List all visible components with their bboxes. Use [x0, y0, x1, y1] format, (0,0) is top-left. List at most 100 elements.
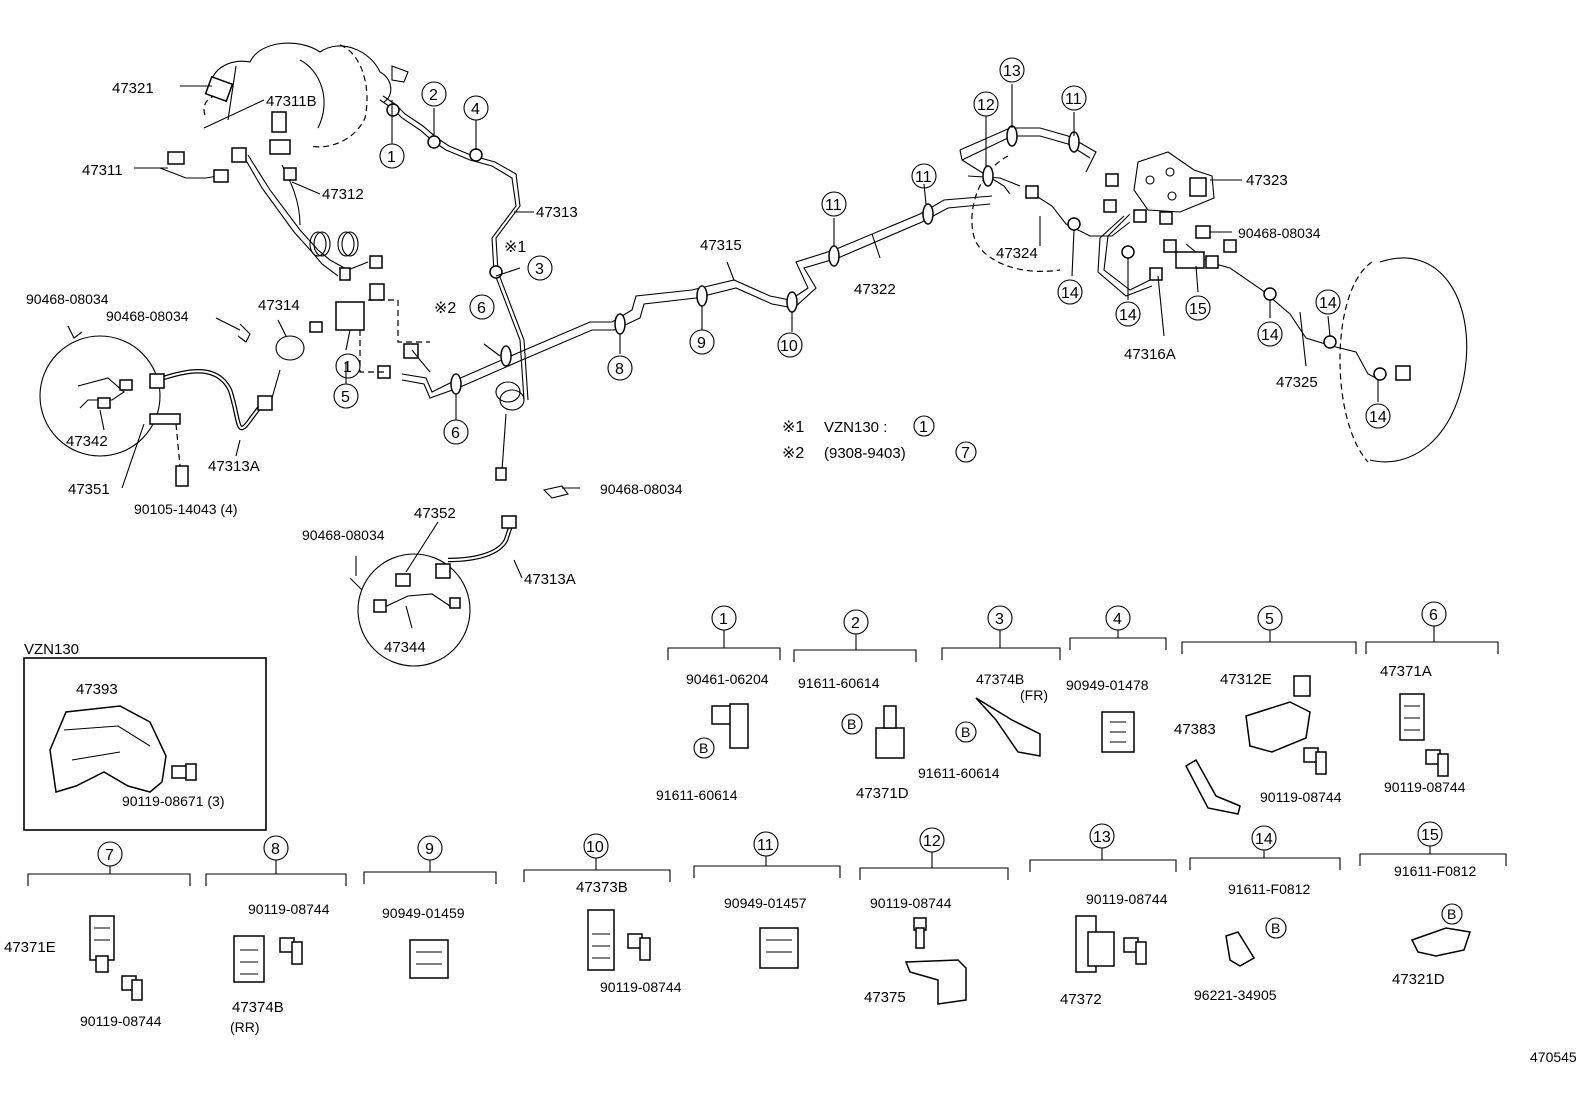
- label-47342: 47342: [66, 433, 108, 450]
- detail-group-11: 11 90949-01457: [693, 831, 841, 969]
- detail-14-bolt-mark: B: [1271, 920, 1280, 936]
- detail-8-label-b: 47374B: [232, 999, 284, 1016]
- detail-12-num: 12: [923, 833, 941, 850]
- label-47313A-left: 47313A: [208, 458, 260, 475]
- detail-15-label-a: 91611-F0812: [1394, 863, 1476, 879]
- detail-3-label-c: 91611-60614: [918, 765, 1000, 781]
- detail-2-label-a: 91611-60614: [798, 675, 880, 691]
- detail-group-7: 7 47371E 90119-08744: [4, 841, 191, 1029]
- detail-6-num: 6: [1429, 607, 1438, 624]
- detail-15-label-b: 47321D: [1392, 971, 1445, 988]
- inset-title: VZN130: [24, 641, 79, 658]
- label-47344: 47344: [384, 639, 426, 656]
- detail-3-label-b: (FR): [1020, 687, 1048, 703]
- marker-1: ※1: [504, 239, 526, 256]
- detail-group-6: 6 47371A 90119-08744: [1365, 601, 1499, 795]
- detail-2-bolt-mark: B: [847, 716, 856, 732]
- detail-15-bolt-mark: B: [1447, 906, 1456, 922]
- detail-14-num: 14: [1255, 831, 1273, 848]
- detail-10-num: 10: [586, 839, 604, 856]
- detail-group-12: 12 90119-08744 47375: [859, 827, 1009, 1006]
- callout-10-a: 10: [780, 338, 798, 355]
- detail-15-num: 15: [1421, 827, 1439, 844]
- callout-13-a: 13: [1003, 63, 1021, 80]
- detail-3-bolt-mark: B: [961, 724, 970, 740]
- pipe-coils: [309, 231, 359, 257]
- leader-lines: [99, 84, 1379, 629]
- rear-caliper-area: [1025, 151, 1468, 463]
- detail-8-label-c: (RR): [230, 1019, 260, 1035]
- callout-4-a: 4: [471, 101, 480, 118]
- diagram-code: 470545: [1530, 1049, 1577, 1065]
- detail-group-13: 13 90119-08744 47372: [1029, 823, 1177, 1008]
- detail-3-label-a: 47374B: [976, 671, 1024, 687]
- label-47315: 47315: [700, 237, 742, 254]
- detail-8-label-a: 90119-08744: [248, 901, 330, 917]
- detail-13-label-b: 47372: [1060, 991, 1102, 1008]
- front-left-caliper-area: [39, 323, 305, 487]
- callout-1-a: 1: [387, 149, 396, 166]
- detail-group-15: 15 91611-F0812 B 47321D: [1359, 821, 1507, 988]
- callout-11-a: 11: [825, 197, 842, 214]
- label-47321: 47321: [112, 80, 154, 97]
- detail-7-label-b: 90119-08744: [80, 1013, 162, 1029]
- callout-9-a: 9: [697, 335, 706, 352]
- label-47352: 47352: [414, 505, 456, 522]
- note-1-mark: ※1: [782, 419, 804, 436]
- detail-3-num: 3: [995, 611, 1004, 628]
- label-47312: 47312: [322, 186, 364, 203]
- label-90105: 90105-14043 (4): [134, 501, 238, 517]
- note-1-ref: 1: [919, 419, 928, 436]
- front-right-caliper-area: [349, 515, 517, 667]
- label-47324: 47324: [996, 245, 1038, 262]
- detail-12-label-b: 47375: [864, 989, 906, 1006]
- detail-group-5: 5 47312E 47383 90119-08744: [1174, 605, 1357, 815]
- callout-11-c: 11: [1065, 91, 1082, 108]
- detail-10-label-a: 47373B: [576, 879, 628, 896]
- detail-10-label-b: 90119-08744: [600, 979, 682, 995]
- detail-9-label-a: 90949-01459: [382, 905, 465, 921]
- callout-12-a: 12: [977, 97, 995, 114]
- callout-1-b: 1: [343, 359, 352, 376]
- callout-5-a: 5: [341, 389, 350, 406]
- label-47393: 47393: [76, 681, 118, 698]
- detail-9-num: 9: [425, 841, 434, 858]
- asterisk-markers: ※1 ※2: [434, 239, 526, 317]
- detail-groups: 1 90461-06204 B 91611-60614 2 91611-6061…: [4, 601, 1507, 1035]
- label-90468-left-mid: 90468-08034: [106, 308, 189, 324]
- callout-3-a: 3: [535, 261, 544, 278]
- marker-2: ※2: [434, 300, 456, 317]
- detail-group-8: 8 90119-08744 47374B (RR): [205, 835, 347, 1035]
- callout-14-b: 14: [1119, 307, 1137, 324]
- pipe-fittings: [167, 75, 419, 379]
- label-47323: 47323: [1246, 172, 1288, 189]
- label-90468-left-top: 90468-08034: [26, 291, 109, 307]
- detail-14-label-b: 96221-34905: [1194, 987, 1277, 1003]
- detail-4-label-a: 90949-01478: [1066, 677, 1149, 693]
- detail-7-label-a: 47371E: [4, 939, 56, 956]
- detail-4-num: 4: [1113, 611, 1122, 628]
- detail-5-num: 5: [1265, 611, 1274, 628]
- detail-group-3: 3 47374B (FR) B 91611-60614: [918, 605, 1061, 781]
- detail-2-num: 2: [851, 615, 860, 632]
- detail-11-num: 11: [757, 837, 774, 854]
- detail-1-bolt-mark: B: [699, 740, 708, 756]
- valve-dashed-links: [359, 299, 430, 373]
- label-47325: 47325: [1276, 374, 1318, 391]
- detail-group-1: 1 90461-06204 B 91611-60614: [656, 605, 781, 803]
- label-47311B: 47311B: [266, 93, 317, 110]
- detail-1-label-b: 91611-60614: [656, 787, 738, 803]
- detail-6-label-a: 47371A: [1380, 663, 1432, 680]
- label-47313A-lower: 47313A: [524, 571, 576, 588]
- label-90468-center: 90468-08034: [600, 481, 683, 497]
- callout-6-b: 6: [451, 425, 460, 442]
- callout-2-a: 2: [429, 87, 438, 104]
- note-1-text: VZN130 :: [824, 419, 887, 436]
- main-callouts: 1 2 4 3 6 1 5 6 8 9 10 11 11 12 13 11 14…: [333, 57, 1391, 445]
- part-number-labels: 47321 47311B 47311 47312 47313 47315 473…: [26, 80, 1321, 656]
- label-90468-right: 90468-08034: [1238, 225, 1321, 241]
- detail-1-num: 1: [719, 611, 728, 628]
- detail-5-label-b: 47383: [1174, 721, 1216, 738]
- detail-11-label-a: 90949-01457: [724, 895, 807, 911]
